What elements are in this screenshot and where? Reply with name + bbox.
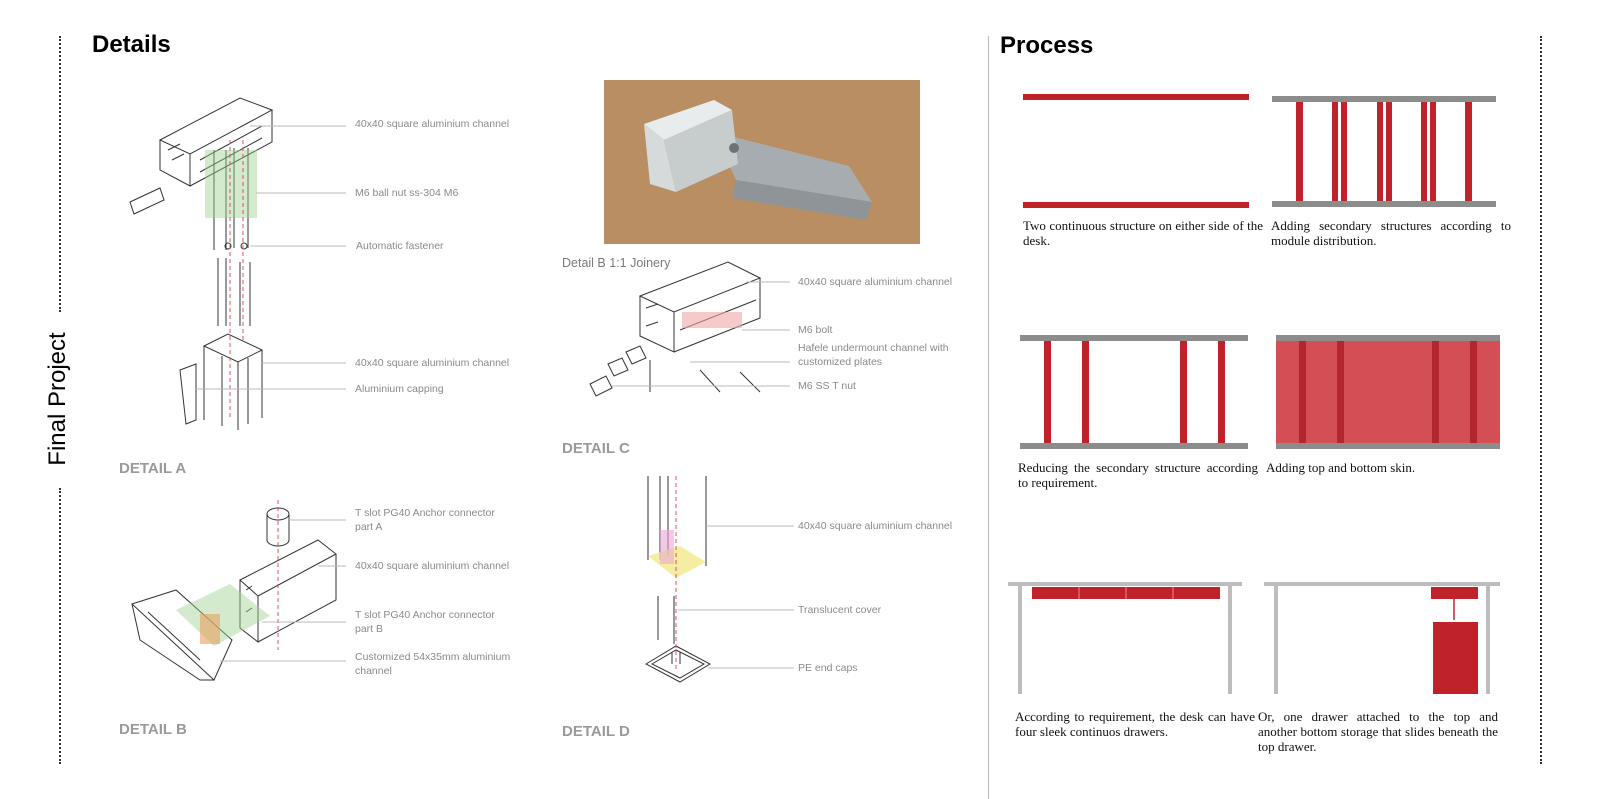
process-step-5-diagram — [1008, 582, 1242, 694]
detail-b-label-1: T slot PG40 Anchor connector part A — [355, 507, 495, 533]
detail-c-title: DETAIL C — [562, 440, 630, 457]
detail-a-drawing — [129, 97, 346, 430]
detail-c-label-2: M6 bolt — [798, 324, 833, 336]
process-step-2-caption: Adding secondary structures according to… — [1271, 218, 1511, 248]
process-step-4-diagram — [1276, 335, 1500, 449]
detail-b-title: DETAIL B — [119, 721, 187, 738]
detail-d-label-1: 40x40 square aluminium channel — [798, 520, 953, 532]
photo-caption: Detail B 1:1 Joinery — [562, 256, 671, 270]
process-heading: Process — [1000, 32, 1094, 59]
process-step-5-caption: According to requirement, the desk can h… — [1015, 709, 1255, 739]
detail-c-label-4: M6 SS T nut — [798, 380, 856, 392]
step-1-top-rail — [1023, 94, 1249, 100]
detail-a-title: DETAIL A — [119, 460, 187, 477]
sidebar-title: Final Project — [44, 332, 71, 466]
detail-a-label-5: Aluminium capping — [355, 383, 444, 395]
step-1-bottom-rail — [1023, 202, 1249, 208]
detail-b-drawing — [131, 500, 346, 681]
process-step-4-caption: Adding top and bottom skin. — [1266, 460, 1416, 475]
detail-a-label-1: 40x40 square aluminium channel — [355, 118, 510, 130]
detail-b-label-4: Customized 54x35mm aluminium channel — [355, 651, 511, 677]
left-dotted-line-top — [59, 36, 61, 312]
detail-b-label-2: 40x40 square aluminium channel — [355, 560, 510, 572]
process-step-6-diagram — [1264, 582, 1500, 694]
detail-a-label-4: 40x40 square aluminium channel — [355, 357, 510, 369]
section-divider — [988, 36, 989, 799]
joinery-photo — [604, 80, 920, 244]
detail-c-drawing — [589, 261, 790, 397]
process-step-6-caption: Or, one drawer attached to the top and a… — [1258, 709, 1498, 754]
detail-d-label-3: PE end caps — [798, 662, 858, 674]
right-dotted-line — [1540, 36, 1542, 764]
detail-d-label-2: Translucent cover — [798, 604, 882, 616]
process-step-2-diagram — [1272, 96, 1496, 207]
detail-a-label-2: M6 ball nut ss-304 M6 — [355, 187, 459, 199]
left-dotted-line-bottom — [59, 488, 61, 764]
detail-b-label-3: T slot PG40 Anchor connector part B — [355, 609, 495, 635]
details-heading: Details — [92, 31, 171, 58]
process-step-1-diagram — [1023, 94, 1249, 208]
joinery-photo-illustration — [604, 80, 920, 244]
detail-c-label-1: 40x40 square aluminium channel — [798, 276, 953, 288]
detail-d-title: DETAIL D — [562, 723, 630, 740]
process-step-1-caption: Two continuous structure on either side … — [1023, 218, 1263, 248]
detail-c-label-3: Hafele undermount channel with customize… — [798, 342, 949, 368]
detail-d-drawing — [644, 476, 794, 683]
detail-a-label-3: Automatic fastener — [356, 240, 444, 252]
process-step-3-caption: Reducing the secondary structure accordi… — [1018, 460, 1258, 490]
process-step-3-diagram — [1020, 335, 1248, 449]
